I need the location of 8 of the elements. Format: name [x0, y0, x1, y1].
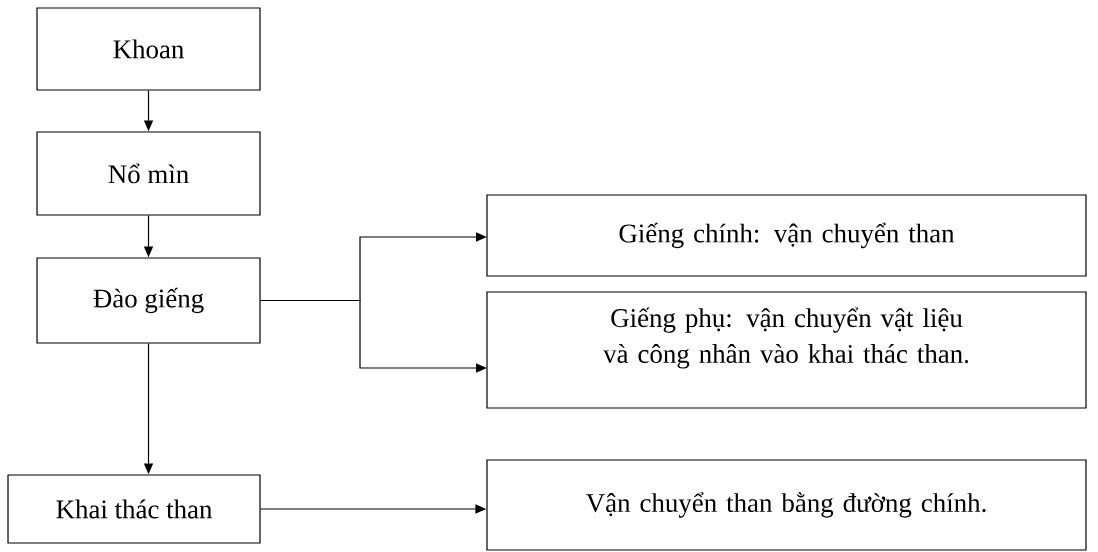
process-box: Khai thác than [7, 474, 261, 544]
process-box: Giếng chính: vận chuyển than [486, 194, 1087, 277]
process-box: Giếng phụ: vận chuyển vật liệu và công nhân vào khai thác than. [486, 291, 1087, 409]
arrow [260, 299, 487, 373]
process-box: Nổ mìn [36, 131, 261, 216]
process-box: Đào giếng [36, 257, 261, 344]
process-box: Khoan [36, 7, 261, 91]
process-box: Vận chuyển than bằng đường chính. [486, 459, 1087, 551]
